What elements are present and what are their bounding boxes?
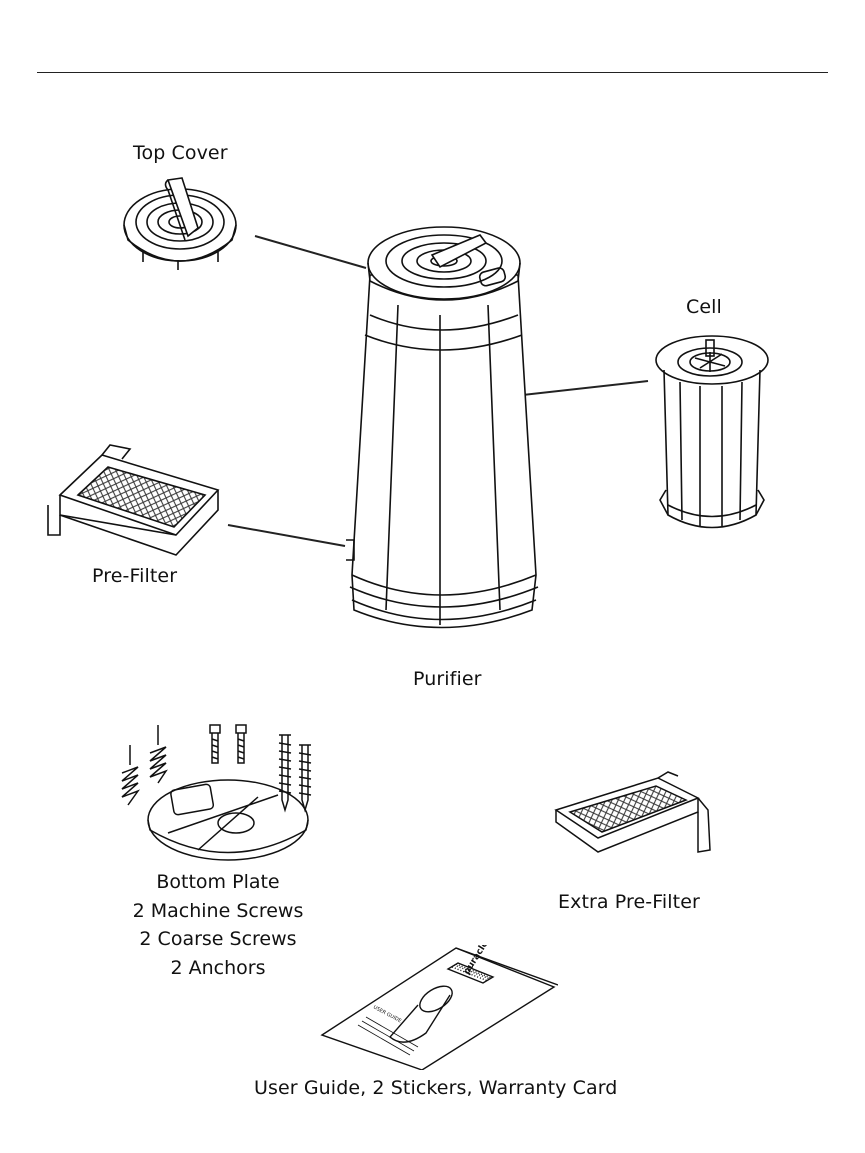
purifier-illustration bbox=[340, 215, 545, 655]
extra-pre-filter-illustration bbox=[548, 770, 718, 865]
leader-pre-filter bbox=[228, 525, 345, 546]
top-cover-illustration bbox=[118, 170, 243, 275]
bottom-plate-illustration bbox=[108, 715, 323, 870]
pre-filter-illustration bbox=[40, 435, 230, 580]
user-guide-booklet-illustration: puracleer USER GUIDE bbox=[318, 945, 558, 1070]
cell-illustration bbox=[650, 330, 775, 540]
